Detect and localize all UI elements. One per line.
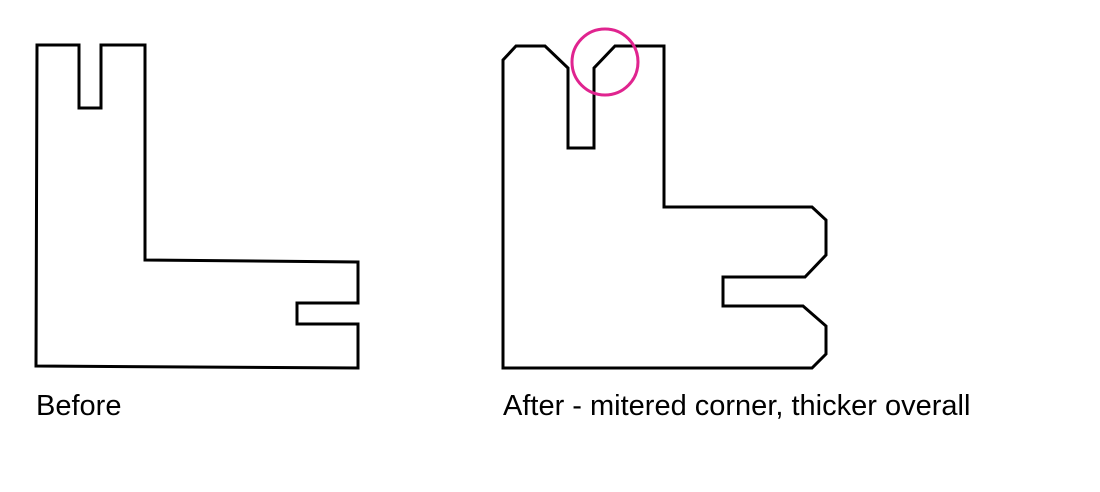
before-caption: Before (36, 390, 122, 422)
after-caption: After - mitered corner, thicker overall (503, 390, 971, 422)
before-shape-outline (34, 43, 360, 370)
after-shape-outline (501, 44, 828, 370)
mitered-corner-highlight-circle (570, 27, 640, 97)
